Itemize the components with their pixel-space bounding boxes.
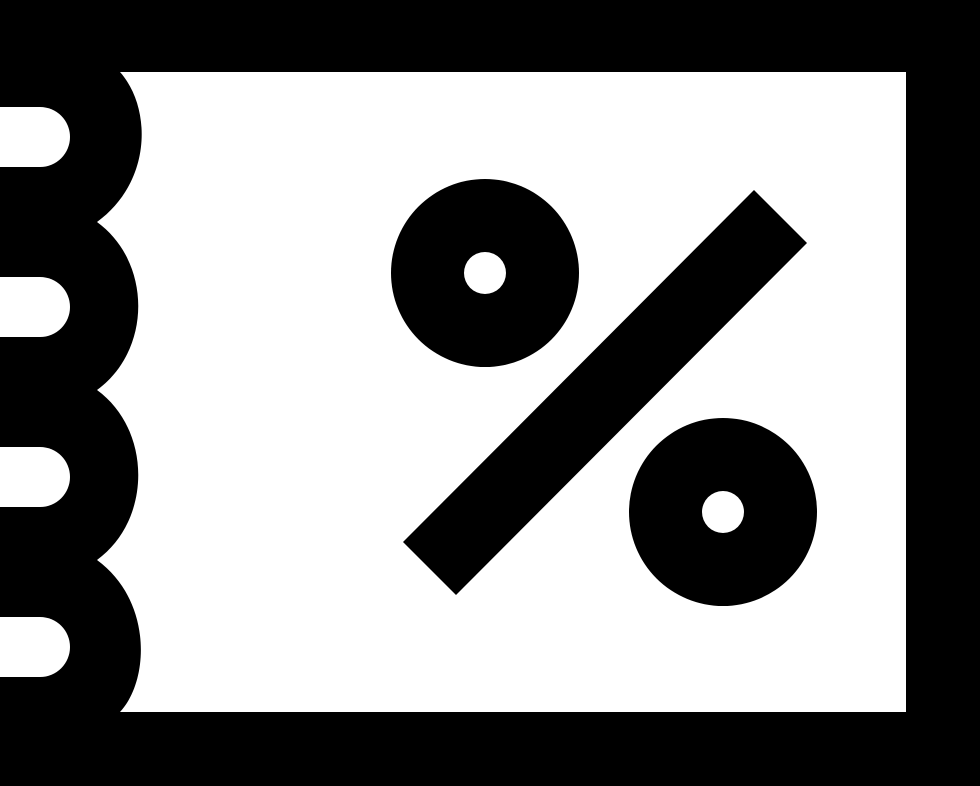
ticket-notch bbox=[0, 107, 70, 167]
percent-top-hole bbox=[464, 252, 506, 294]
percent-icon bbox=[391, 179, 817, 606]
ticket-notch bbox=[0, 277, 70, 337]
percent-bottom-hole bbox=[702, 491, 744, 533]
ticket-notch bbox=[0, 447, 70, 507]
ticket-notch bbox=[0, 617, 70, 677]
percent-slash bbox=[403, 190, 807, 595]
